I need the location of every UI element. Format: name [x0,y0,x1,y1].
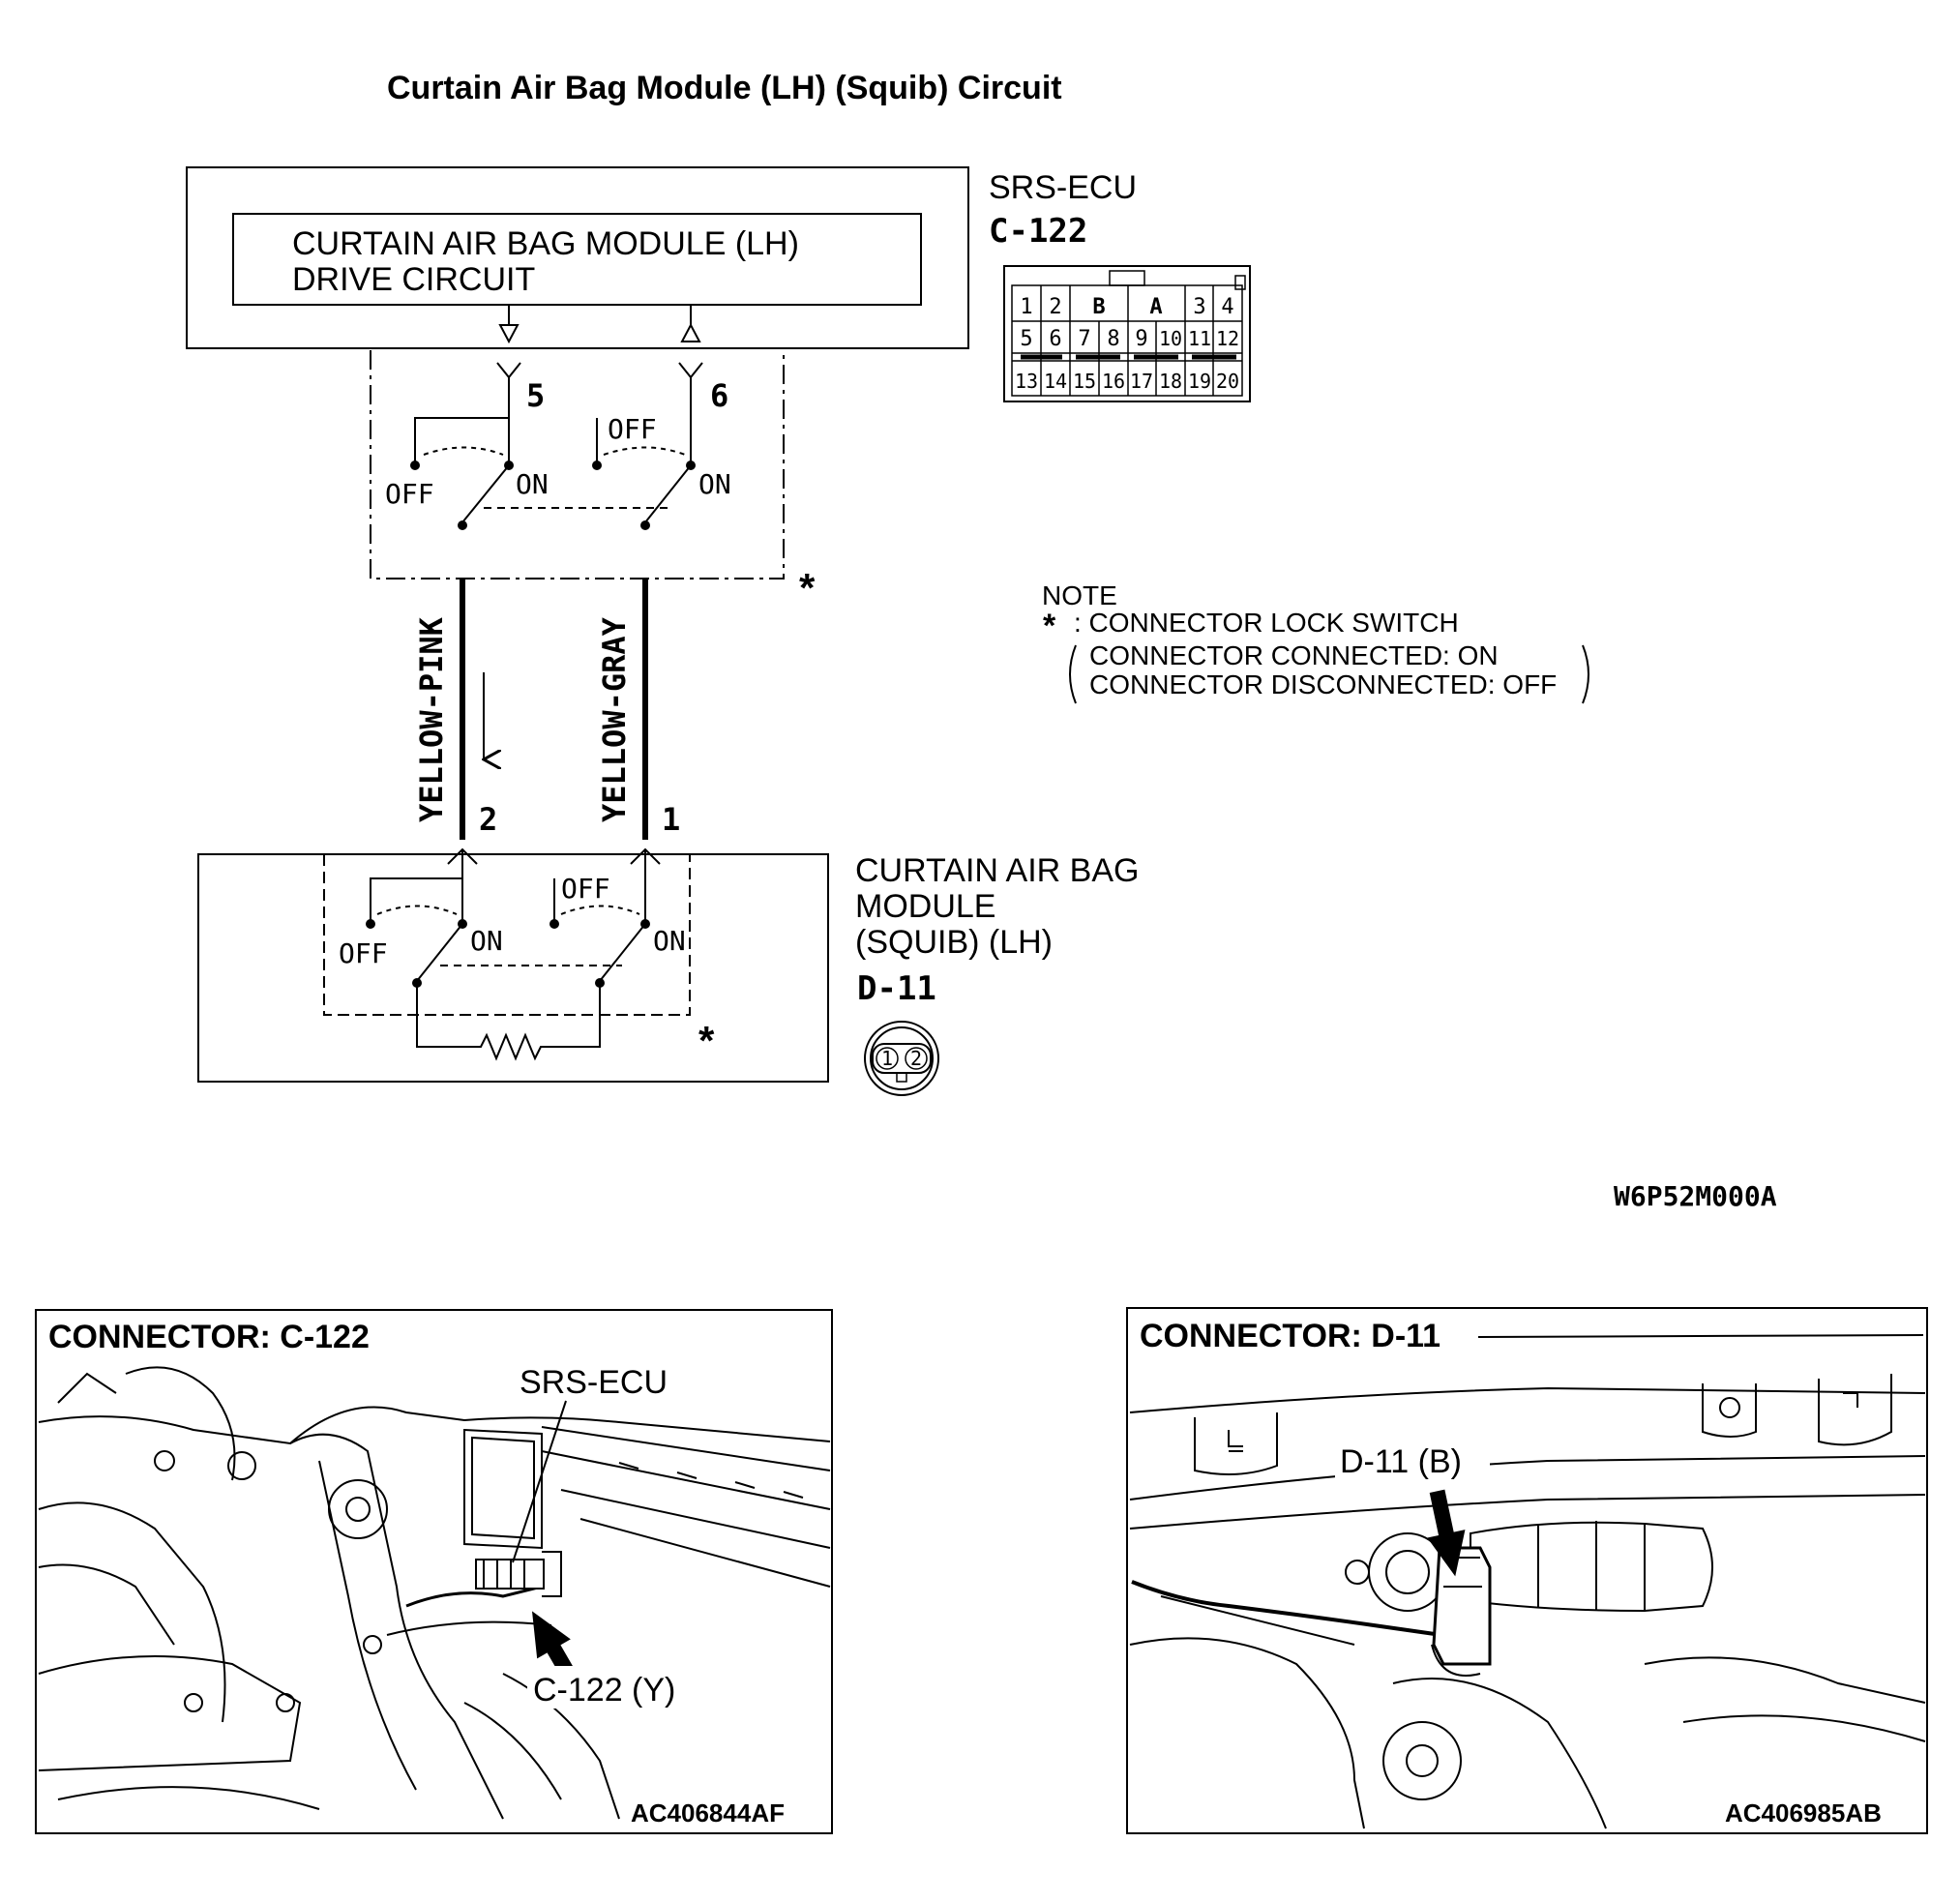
switch-label-off: OFF [339,937,388,969]
c122-connector-face: 1 2 B A 3 4 5 6 7 8 9 10 11 12 13 14 15 … [1003,265,1251,402]
note-bracket-right [1582,644,1589,704]
c122-pin: 1 [1020,295,1032,319]
srs-ecu-label: SRS-ECU [989,169,1137,206]
note-line2: CONNECTOR CONNECTED: ON [1089,640,1499,670]
c122-pin: 5 [1020,327,1032,351]
switch-label-on: ON [653,925,686,957]
switch-label-on: ON [516,468,549,500]
module-label-line2: MODULE [855,888,995,925]
c122-pin: 17 [1130,370,1153,393]
c122-pin: 8 [1107,327,1119,351]
c122-pin: 18 [1159,370,1182,393]
squib-resistor-icon [416,983,601,1061]
c122-pin: 20 [1216,370,1239,393]
c122-pin: 19 [1188,370,1211,393]
wire-color-label: YELLOW-PINK [413,616,450,822]
drive-circuit-box [232,213,922,306]
c122-pin: 13 [1015,370,1038,393]
switch-label-on: ON [470,925,503,957]
wire-color-label: YELLOW-GRAY [596,616,633,822]
output-triangle-icon [498,324,520,344]
module-label-line1: CURTAIN AIR BAG [855,852,1139,889]
panel-label-connector: C-122 (Y) [533,1672,675,1709]
note-heading: NOTE [1042,580,1117,610]
switch-label-off: OFF [608,413,657,445]
panel-code: AC406985AB [1725,1798,1882,1828]
c122-pin: 4 [1221,295,1233,319]
c122-pin-b: B [1092,295,1105,319]
panel-label-connector: D-11 (B) [1340,1443,1462,1480]
c122-pin: 3 [1193,295,1205,319]
diagram-title: Curtain Air Bag Module (LH) (Squib) Circ… [387,70,1062,106]
switch-label-on: ON [698,468,731,500]
srs-ecu-block: CURTAIN AIR BAG MODULE (LH) DRIVE CIRCUI… [186,166,969,349]
c122-pointer-arrow-icon [532,1611,578,1682]
c122-pin: 10 [1159,327,1182,350]
air-bag-module-block: OFF ON OFF ON * [197,849,829,1083]
d11-pin: 1 [881,1047,893,1070]
c122-pin: 15 [1073,370,1096,393]
module-pin-label-2: 2 [479,801,497,838]
module-connector-id: D-11 [857,969,936,1008]
drive-circuit-label-line1: CURTAIN AIR BAG MODULE (LH) [292,225,799,262]
diagram-code: W6P52M000A [1614,1180,1777,1212]
note-line1: : CONNECTOR LOCK SWITCH [1074,608,1459,638]
harness-wires: YELLOW-PINK YELLOW-GRAY 2 1 [413,579,680,865]
connector-d11-panel: CONNECTOR: D-11 D-11 (B) AC406985AB [1126,1307,1928,1834]
c122-pin: 9 [1135,327,1147,351]
panel-label-unit: SRS-ECU [520,1364,668,1401]
d11-pin: 2 [910,1047,922,1070]
drive-circuit-label-line2: DRIVE CIRCUIT [292,261,535,298]
panel-title: CONNECTOR: D-11 [1140,1318,1440,1354]
module-label-line3: (SQUIB) (LH) [855,924,1053,961]
note-line3: CONNECTOR DISCONNECTED: OFF [1089,669,1557,699]
pin-label-5: 5 [526,377,545,414]
c122-pin: 2 [1049,295,1061,319]
note-block: NOTE * : CONNECTOR LOCK SWITCH CONNECTOR… [1042,580,1589,704]
asterisk-marker: * [698,1018,715,1063]
c122-pin: 16 [1102,370,1125,393]
input-triangle-icon [680,322,701,342]
c122-pin: 7 [1078,327,1090,351]
d11-connector-face: 1 2 [864,1021,939,1096]
note-asterisk: * [1043,608,1056,644]
connector-c122-panel: CONNECTOR: C-122 SRS-ECU C-122 (Y) AC406… [35,1309,833,1834]
connector-latch [1109,270,1145,286]
pin6-receptacle [678,362,703,379]
switch-label-off: OFF [385,478,434,510]
c122-pin: 14 [1044,370,1067,393]
vehicle-structure-illustration [38,1366,831,1820]
panel-title: CONNECTOR: C-122 [48,1319,370,1355]
c122-pin: 11 [1188,327,1211,350]
switch-label-off: OFF [561,873,610,905]
note-bracket-left [1069,644,1077,704]
srs-ecu-connector-id: C-122 [989,212,1087,251]
ecu-connector-lock-switch: 5 6 OFF ON OFF ON * [370,350,816,610]
c122-pin: 6 [1049,327,1061,351]
pin-label-6: 6 [710,377,728,414]
pin5-receptacle [496,362,521,379]
module-pin-label-1: 1 [662,801,680,838]
srs-ecu-leader-line [512,1400,567,1563]
asterisk-marker: * [799,565,816,610]
c122-pin-a: A [1149,295,1162,319]
c122-pin: 12 [1216,327,1239,350]
d11-pointer-arrow-icon [1427,1489,1466,1577]
panel-code: AC406844AF [631,1798,785,1828]
